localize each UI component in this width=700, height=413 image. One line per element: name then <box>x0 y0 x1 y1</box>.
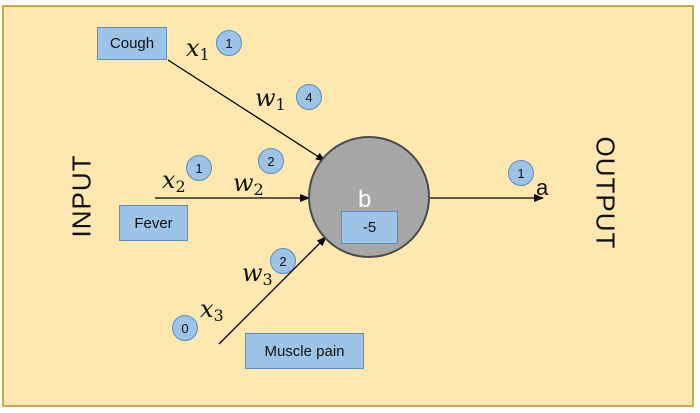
neuron-bias-value: -5 <box>341 211 398 244</box>
input-value-x3: 0 <box>172 315 198 341</box>
edge-x3-to-neuron <box>218 236 327 345</box>
neuron-circle <box>308 136 430 258</box>
input-box-cough: Cough <box>97 27 167 60</box>
output-label: OUTPUT <box>590 136 621 250</box>
input-var-x1: x1 <box>186 34 210 64</box>
weight-value-w1: 4 <box>296 84 322 110</box>
neuron-bias-label: b <box>358 186 372 213</box>
input-value-x1: 1 <box>216 30 242 56</box>
input-value-x2: 1 <box>186 155 212 181</box>
weight-var-w3: w3 <box>242 259 273 289</box>
input-box-muscle-pain: Muscle pain <box>245 333 364 369</box>
weight-var-w2: w2 <box>233 169 264 199</box>
output-label-a: a <box>536 175 549 200</box>
weight-value-w2: 2 <box>258 148 284 174</box>
output-value: 1 <box>508 160 534 186</box>
weight-var-w1: w1 <box>255 84 286 114</box>
input-var-x3: x3 <box>200 295 224 325</box>
input-label: INPUT <box>66 154 97 238</box>
weight-value-w3: 2 <box>270 248 296 274</box>
edge-x1-to-neuron <box>167 59 326 162</box>
input-box-fever: Fever <box>119 205 188 241</box>
input-var-x2: x2 <box>162 166 186 196</box>
